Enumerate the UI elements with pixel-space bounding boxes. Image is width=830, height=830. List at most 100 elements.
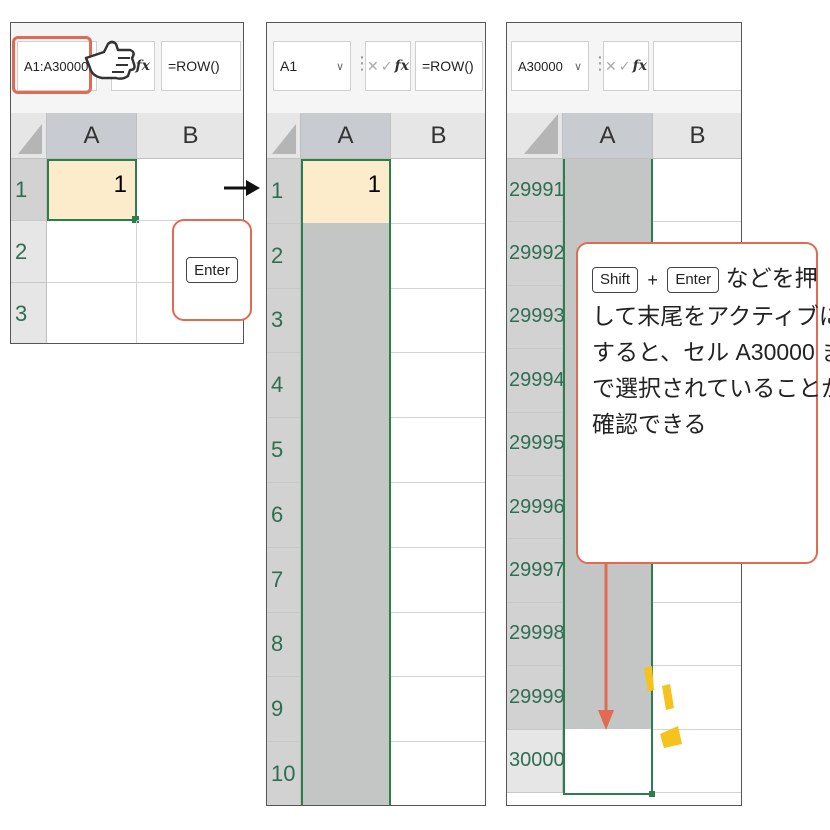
column-a-label: A [599,121,616,149]
row-number: 9 [271,696,284,722]
row-header-4[interactable]: 4 [267,353,301,419]
name-box-value: A1:A30000 [24,58,89,74]
row-number: 8 [271,631,284,657]
row-header-2[interactable]: 2 [11,221,47,283]
name-box-value: A1 [280,58,298,74]
row-number: 3 [15,300,28,326]
selected-range-a[interactable] [301,159,391,805]
cell-b-row-4[interactable] [391,353,485,419]
enter-key: Enter [186,257,238,283]
column-header-a[interactable]: A [563,113,653,159]
row-header-4[interactable]: 29994 [507,349,565,413]
column-header-a[interactable]: A [47,113,137,159]
row-header-5[interactable]: 5 [267,418,301,483]
row-number: 6 [271,501,284,527]
cell-a1[interactable]: 1 [301,159,391,223]
name-box[interactable]: A30000 ∨ [511,41,589,91]
row-header-1[interactable]: 29991 [507,159,565,223]
row-header-1[interactable]: 1 [267,159,301,224]
cell-b-row-7[interactable] [653,539,741,603]
cell-b-row-1[interactable] [653,159,741,223]
row-header-7[interactable]: 29997 [507,539,565,603]
row-header-6[interactable]: 6 [267,483,301,548]
cell-b-row-10[interactable] [391,742,485,805]
arrow-down-icon [598,560,614,730]
select-all-corner[interactable] [507,113,563,159]
row-number: 29993 [509,305,565,328]
cell-a1[interactable]: 1 [47,159,137,221]
enter-callout: Enter [172,219,252,321]
name-box-highlight [12,36,92,94]
cell-b-row-10[interactable] [653,730,741,793]
row-header-7[interactable]: 7 [267,547,301,613]
cell-a3[interactable] [47,283,137,343]
row-number: 29995 [509,432,565,455]
row-header-10[interactable]: 10 [267,742,301,805]
row-header-2[interactable]: 2 [267,223,301,289]
column-a-label: A [337,121,354,149]
row-header-3[interactable]: 3 [267,288,301,354]
row-number: 5 [271,437,284,463]
row-number: 2 [15,238,28,264]
row-number: 1 [15,176,28,202]
fx-icon[interactable]: fx [135,58,151,74]
formula-input[interactable]: =ROW() [161,41,241,91]
row-header-5[interactable]: 29995 [507,412,565,476]
cell-b-row-8[interactable] [391,613,485,678]
cell-b-row-7[interactable] [391,548,485,613]
select-all-corner[interactable] [267,113,301,159]
check-icon[interactable]: ✓ [380,57,393,74]
cell-b-row-9[interactable] [391,677,485,743]
row-header-8[interactable]: 8 [267,612,301,678]
name-box[interactable]: A1 ∨ [273,41,351,91]
cell-b-row-5[interactable] [391,418,485,483]
check-icon[interactable]: ✓ [618,57,631,74]
column-header-b[interactable]: B [137,113,243,159]
cell-b-row-8[interactable] [653,603,741,667]
formula-input[interactable] [653,41,741,91]
cell-b-row-1[interactable] [391,159,485,224]
row-header-6[interactable]: 29996 [507,476,565,540]
cell-b-row-3[interactable] [391,289,485,354]
cell-b-row-2[interactable] [391,224,485,289]
explanation-callout: Shift + Enter などを押 して末尾をアクティブに すると、セル A3… [576,242,830,564]
row-header-8[interactable]: 29998 [507,602,565,667]
row-header-9[interactable]: 29999 [507,666,565,730]
column-a-label: A [83,121,100,149]
formula-input[interactable]: =ROW() [415,41,483,91]
row-number: 29994 [509,368,565,391]
column-header-b[interactable]: B [653,113,741,159]
cell-b-row-9[interactable] [653,666,741,730]
cell-a2[interactable] [47,221,137,283]
fill-handle[interactable] [132,216,139,223]
callout-text-1: などを押 [725,265,818,291]
row-number: 29999 [509,685,565,708]
shift-key: Shift [592,266,639,293]
chevron-down-icon[interactable]: ∨ [573,60,582,73]
select-all-corner[interactable] [11,113,47,159]
fx-area: ✕ ✓ fx [365,41,411,91]
row-number: 29997 [509,559,565,582]
row-number: 4 [271,372,284,398]
callout-line-5: 確認できる [592,411,707,437]
fx-icon[interactable]: fx [394,58,409,74]
sparkle-icon [644,666,682,748]
callout-line-4: で選択されていることが [592,375,830,401]
name-box-value: A30000 [518,58,563,74]
chevron-down-icon[interactable]: ∨ [335,60,344,73]
row-header-10[interactable]: 30000 [507,729,565,793]
cell-a30000[interactable] [563,729,653,795]
cancel-x-icon[interactable]: ✕ [605,57,617,74]
column-header-b[interactable]: B [391,113,485,159]
row-header-3[interactable]: 3 [11,283,47,343]
row-header-3[interactable]: 29993 [507,285,565,350]
row-header-9[interactable]: 9 [267,677,301,743]
formula-text: =ROW() [422,58,474,74]
row-header-2[interactable]: 29992 [507,222,565,286]
cancel-x-icon[interactable]: ✕ [367,57,379,74]
row-header-1[interactable]: 1 [11,159,47,221]
cell-b-row-6[interactable] [391,483,485,548]
fx-icon[interactable]: fx [632,58,647,74]
column-header-a[interactable]: A [301,113,391,159]
fill-handle[interactable] [649,791,655,797]
